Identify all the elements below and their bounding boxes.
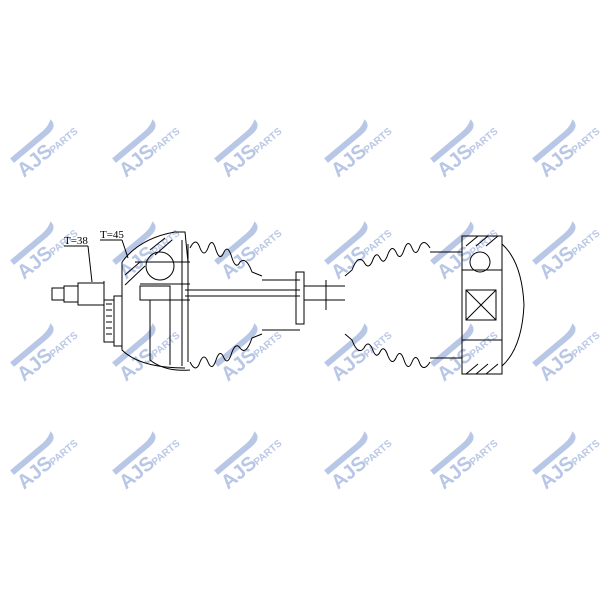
- dimension-label-left: T=38: [64, 235, 88, 247]
- left-cv-joint: [121, 231, 191, 371]
- left-boot: [189, 241, 263, 369]
- main-shaft: [185, 271, 345, 331]
- right-joint-housing: [430, 235, 525, 375]
- dimension-leaders: [64, 239, 129, 283]
- dimension-label-right: T=45: [100, 229, 124, 241]
- right-boot: [344, 242, 431, 368]
- left-stub-shaft: [51, 281, 123, 347]
